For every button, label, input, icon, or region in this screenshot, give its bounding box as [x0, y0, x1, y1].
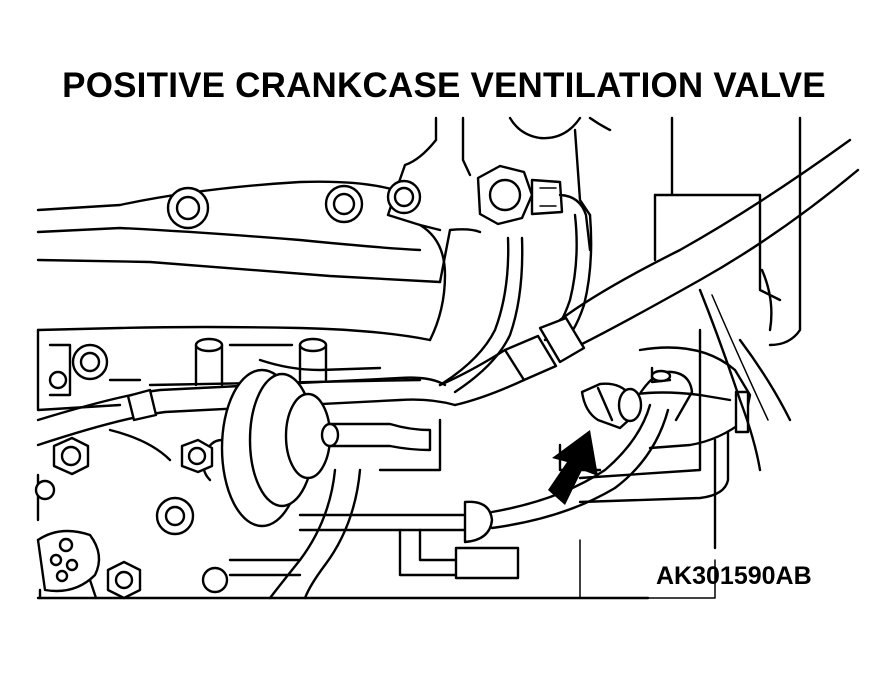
pcv-valve	[580, 366, 694, 430]
left-bracket	[36, 328, 142, 412]
pcv-hose-main	[438, 138, 860, 407]
engine-housing-upper	[386, 116, 802, 347]
sensor-fitting	[476, 164, 592, 252]
manifold-bolts	[166, 179, 422, 230]
diagram-title: POSITIVE CRANKCASE VENTILATION VALVE	[62, 66, 826, 105]
electrical-connector	[36, 529, 101, 600]
engine-housing-lower	[36, 358, 650, 600]
reference-code: AK301590AB	[656, 562, 812, 590]
right-pipes	[578, 288, 792, 550]
diaphragm-body	[202, 368, 432, 528]
intake-manifold	[36, 180, 482, 342]
pointer-arrow	[548, 430, 598, 505]
lower-pipes	[228, 403, 670, 600]
reference-leader	[647, 559, 716, 599]
